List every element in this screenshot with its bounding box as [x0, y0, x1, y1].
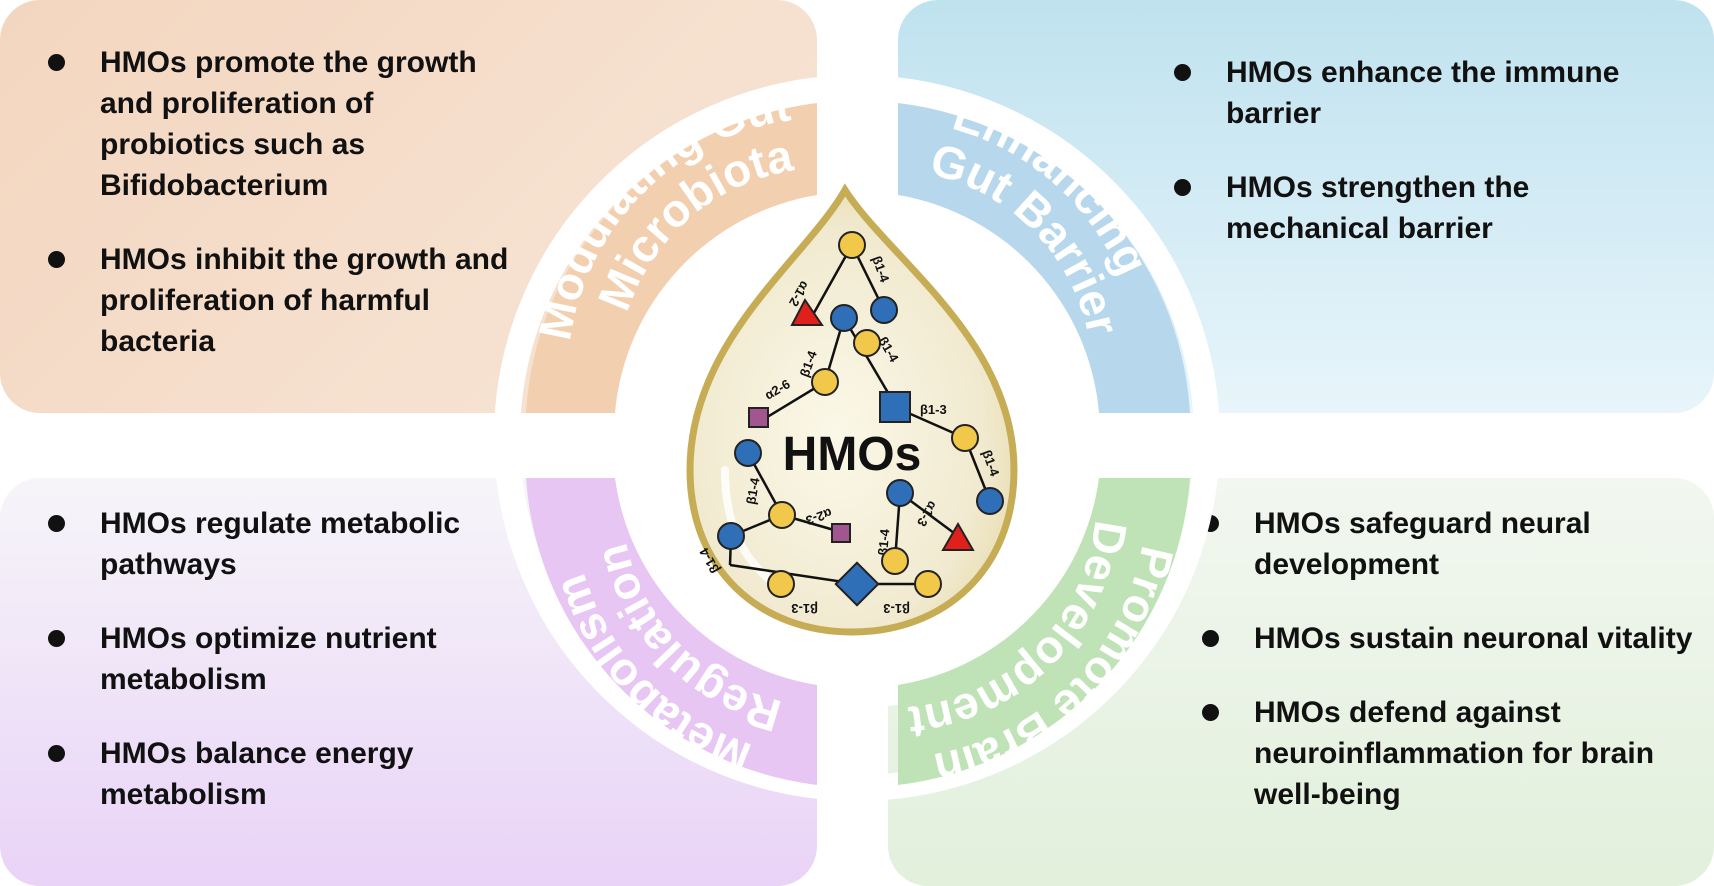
glucose-icon — [717, 522, 745, 550]
gut-microbiota-bullets: HMOs promote the growth and proliferatio… — [48, 42, 518, 395]
glucose-icon — [734, 439, 762, 467]
glcnac-icon — [834, 561, 880, 607]
glcnac-icon — [879, 391, 911, 423]
galactose-icon — [768, 501, 796, 529]
white-ring — [494, 75, 1220, 801]
glucose-icon — [886, 479, 914, 507]
bullet-dot — [48, 251, 65, 268]
bullet-item: HMOs regulate metabolic pathways — [48, 503, 518, 585]
galactose-icon — [914, 570, 942, 598]
metabolism-bullets: HMOs regulate metabolic pathways HMOs op… — [48, 503, 518, 848]
bullet-item: HMOs optimize nutrient metabolism — [48, 618, 518, 700]
gut-barrier-bullets: HMOs enhance the immune barrier HMOs str… — [1174, 52, 1694, 282]
bullet-dot — [48, 54, 65, 71]
bullet-dot — [48, 630, 65, 647]
bullet-dot — [1202, 630, 1219, 647]
linkage-label: β1-4 — [743, 476, 763, 506]
ring-segment-brain — [898, 478, 1190, 785]
bullet-item: HMOs promote the growth and proliferatio… — [48, 42, 518, 206]
fucose-icon — [941, 521, 975, 551]
brain-bullets: HMOs safeguard neural development HMOs s… — [1202, 503, 1702, 848]
bullet-dot — [48, 745, 65, 762]
galactose-icon — [951, 424, 979, 452]
galactose-icon — [838, 231, 866, 259]
ring-segment-gut-microbiota — [526, 103, 817, 413]
galactose-icon — [881, 547, 909, 575]
hmos-center-label: HMOs — [783, 428, 922, 481]
ring-segment-metabolism — [526, 478, 817, 785]
bullet-item: HMOs defend against neuroinflammation fo… — [1202, 692, 1702, 815]
fucose-icon — [790, 298, 824, 326]
linkage-label: β1-3 — [920, 402, 947, 417]
glucose-icon — [830, 304, 858, 332]
sialic-acid-icon — [831, 523, 851, 543]
glycan-residues — [717, 231, 1004, 607]
ring-segment-gut-barrier — [898, 103, 1190, 413]
bullet-item: HMOs strengthen the mechanical barrier — [1174, 167, 1694, 249]
bullet-item: HMOs balance energy metabolism — [48, 733, 518, 815]
galactose-icon — [767, 570, 795, 598]
bullet-dot — [1174, 179, 1191, 196]
bullet-item: HMOs safeguard neural development — [1202, 503, 1702, 585]
linkage-label: β1-3 — [791, 601, 818, 616]
bullet-dot — [1174, 64, 1191, 81]
bullet-dot — [1202, 704, 1219, 721]
bullet-item: HMOs inhibit the growth and proliferatio… — [48, 239, 518, 362]
glucose-icon — [870, 296, 898, 324]
bullet-dot — [48, 515, 65, 532]
glucose-icon — [976, 487, 1004, 515]
bullet-item: HMOs sustain neuronal vitality — [1202, 618, 1702, 659]
linkage-label: β1-3 — [883, 601, 910, 616]
galactose-icon — [853, 329, 881, 357]
galactose-icon — [811, 368, 839, 396]
bullet-item: HMOs enhance the immune barrier — [1174, 52, 1694, 134]
sialic-acid-icon — [748, 407, 769, 428]
